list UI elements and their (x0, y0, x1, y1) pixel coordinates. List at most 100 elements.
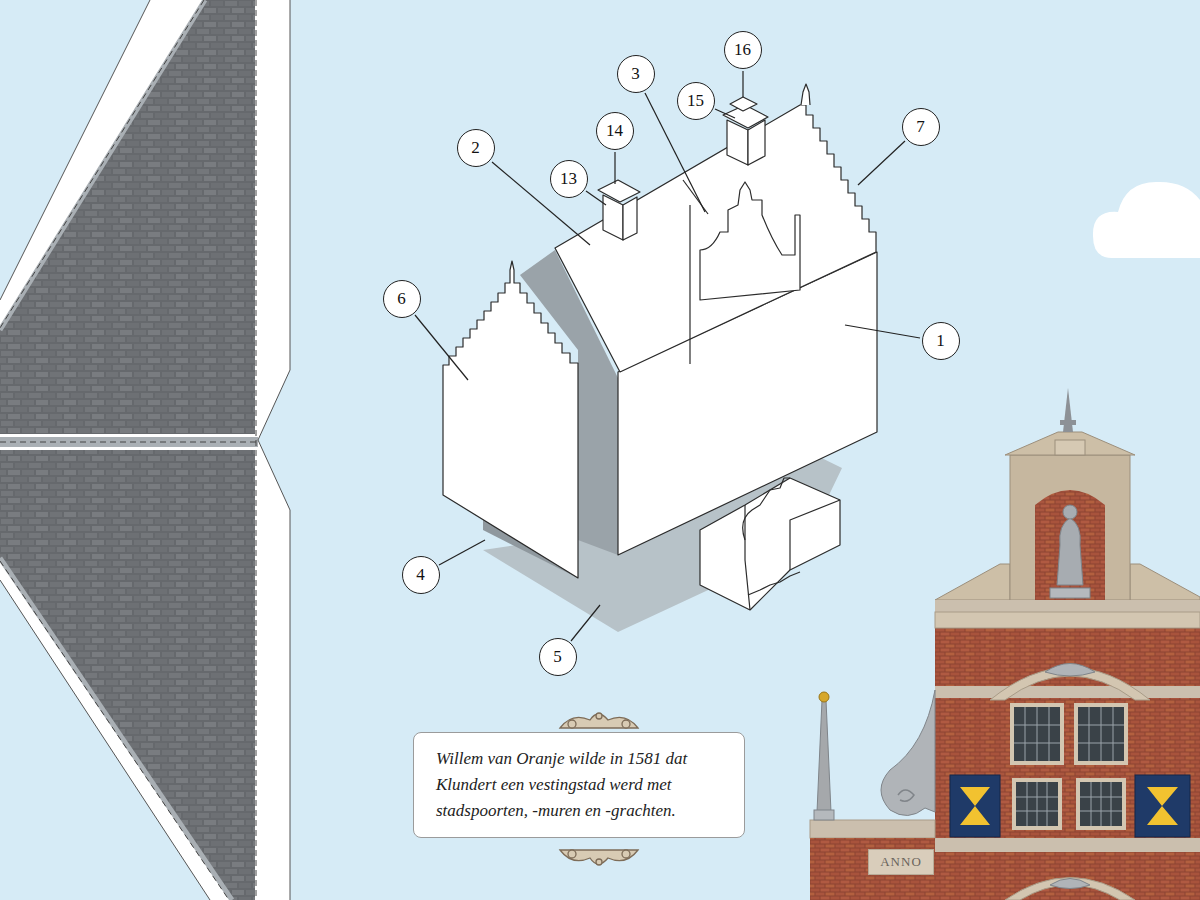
house-model-part (689, 205, 690, 364)
town-hall-facade-part (1014, 707, 1124, 826)
roof-sheet (0, 0, 290, 900)
ornament-part (622, 850, 630, 858)
house-model-part (700, 478, 840, 610)
roof-sheet-part (0, 0, 255, 434)
town-hall-facade-part (935, 612, 1200, 628)
leader-lines-part (571, 605, 600, 641)
house-model-part (801, 84, 810, 105)
town-hall-facade-part (1060, 420, 1076, 425)
house-model-part (700, 182, 800, 300)
callout-number: 2 (457, 129, 495, 167)
town-hall-facade-part-part (1014, 743, 1060, 744)
leader-lines-part (415, 315, 468, 380)
town-hall-facade-part (960, 787, 990, 825)
ornament-part (622, 720, 630, 728)
town-hall-facade-part (1035, 490, 1105, 600)
town-hall-facade-part (1045, 664, 1095, 677)
town-hall-facade-part-part (1078, 743, 1124, 744)
town-hall-facade-part (950, 775, 1000, 837)
leader-lines-part (858, 141, 905, 185)
town-hall-facade-part-part (1091, 782, 1092, 826)
leader-lines-part (586, 191, 606, 205)
town-hall-facade-part (1050, 588, 1090, 598)
town-hall-facade-part (1135, 775, 1190, 837)
caption-text: Willem van Oranje wilde in 1581 dat Klun… (436, 746, 722, 824)
caption-box: Willem van Oranje wilde in 1581 dat Klun… (413, 732, 745, 838)
town-hall-facade-part-part (1027, 782, 1028, 826)
roof-sheet-part (0, 0, 205, 330)
roof-sheet-part (0, 558, 232, 900)
ornament-part (560, 850, 638, 864)
town-hall-facade-part-part (1014, 725, 1060, 726)
town-hall-facade-part (817, 700, 831, 812)
town-hall-facade-part-part (1111, 782, 1112, 826)
house-model-part (730, 97, 757, 111)
town-hall-facade-part (810, 820, 935, 838)
house-model-part (683, 180, 708, 214)
ornament-part (568, 850, 576, 858)
town-hall-facade-part-part (1080, 797, 1122, 798)
callout-number: 6 (383, 280, 421, 318)
town-hall-facade-part (1012, 778, 1062, 830)
leader-lines-part (715, 109, 735, 118)
town-hall-facade-part-part (1016, 797, 1058, 798)
town-hall-facade-part-part (1016, 811, 1058, 812)
town-hall-facade (810, 388, 1200, 900)
town-hall-facade-part (935, 564, 1010, 600)
town-hall-facade-part-part (1049, 707, 1050, 761)
town-hall-facade-part (935, 838, 1200, 852)
roof-sheet-part (256, 0, 257, 900)
town-hall-facade-part-part (1113, 707, 1114, 761)
town-hall-facade-part (1010, 455, 1130, 600)
town-hall-facade-part (1016, 782, 1058, 826)
roof-sheet-part (0, 437, 258, 447)
town-hall-facade-part (1010, 703, 1064, 765)
town-hall-facade-part (1005, 878, 1135, 900)
callout-number: 4 (402, 556, 440, 594)
leader-lines-part (439, 540, 485, 565)
house-model-part (743, 478, 790, 540)
roof-sheet-part (258, 0, 290, 900)
house-model-part (555, 105, 876, 372)
roof-sheet-part (0, 442, 258, 443)
ornament-part (596, 713, 602, 719)
callout-number: 14 (596, 112, 634, 150)
leader-lines-part (742, 71, 743, 97)
town-hall-facade-part (1078, 707, 1124, 761)
leader-lines (415, 71, 920, 641)
town-hall-facade-part-part (1025, 707, 1026, 761)
leader-lines-part (614, 152, 615, 184)
leader-lines-part (845, 325, 920, 338)
town-hall-facade-part (1014, 707, 1060, 761)
town-hall-facade-part (898, 790, 914, 801)
house-model-part (748, 572, 800, 595)
town-hall-facade-part (810, 838, 935, 900)
town-hall-facade-part (1147, 787, 1178, 825)
callout-number: 5 (539, 638, 577, 676)
town-hall-facade-part (1074, 703, 1128, 765)
town-hall-facade-part (1050, 879, 1090, 889)
callout-number: 16 (724, 31, 762, 69)
callout-number: 3 (617, 55, 655, 93)
town-hall-facade-part-part (1101, 782, 1102, 826)
house-model-part (598, 180, 640, 202)
town-hall-facade-part (1063, 388, 1073, 432)
ornament-part (560, 714, 638, 728)
roof-sheet-part (0, 0, 204, 328)
house-model (443, 84, 877, 632)
roof-sheet-part (0, 0, 150, 300)
town-hall-facade-part (1076, 778, 1126, 830)
house-model-part (443, 261, 578, 578)
town-hall-facade-part (1005, 432, 1135, 455)
facade-inscription: ANNO (868, 849, 934, 875)
town-hall-facade-part-part (1078, 725, 1124, 726)
town-hall-facade-part-part (1101, 707, 1102, 761)
town-hall-facade-part (1055, 440, 1085, 455)
town-hall-facade-part (1080, 782, 1122, 826)
town-hall-facade-part-part (1089, 707, 1090, 761)
town-hall-facade-part (935, 686, 1200, 698)
town-hall-facade-part-part (1037, 782, 1038, 826)
house-model-part (790, 500, 840, 570)
town-hall-facade-part (814, 810, 834, 820)
callout-number: 15 (677, 82, 715, 120)
